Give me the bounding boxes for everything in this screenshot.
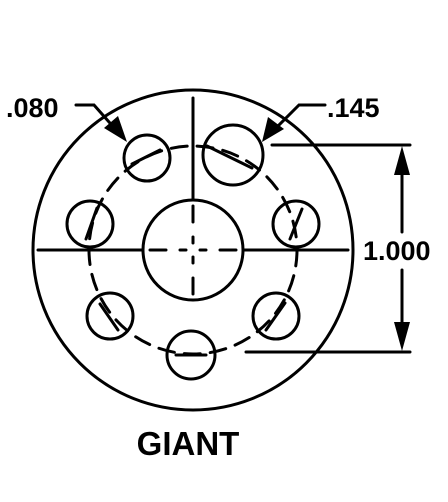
pin-hole-bottom bbox=[165, 329, 217, 381]
diagram-title: GIANT bbox=[137, 425, 240, 462]
label-large-hole: .145 bbox=[327, 93, 380, 123]
outer-circle bbox=[31, 88, 355, 412]
dimension-arrowhead-bottom bbox=[394, 322, 410, 351]
label-spacing: 1.000 bbox=[363, 236, 431, 266]
pin-hole-mid-left bbox=[65, 199, 115, 249]
pin-hole-low-right bbox=[251, 291, 301, 341]
label-small-hole: .080 bbox=[6, 93, 59, 123]
pin-hole-top-left bbox=[122, 133, 172, 183]
arrowhead-large-hole bbox=[262, 117, 284, 142]
centerlines bbox=[36, 96, 350, 296]
pin-hole-top-right bbox=[201, 123, 265, 187]
pin-hole-low-left bbox=[85, 291, 135, 341]
leader-large-hole bbox=[271, 103, 327, 133]
arrowhead-small-hole bbox=[104, 116, 127, 142]
dimension-arrowhead-top bbox=[394, 146, 410, 175]
leader-small-hole bbox=[74, 103, 119, 133]
pin-hole-mid-right bbox=[271, 199, 321, 249]
